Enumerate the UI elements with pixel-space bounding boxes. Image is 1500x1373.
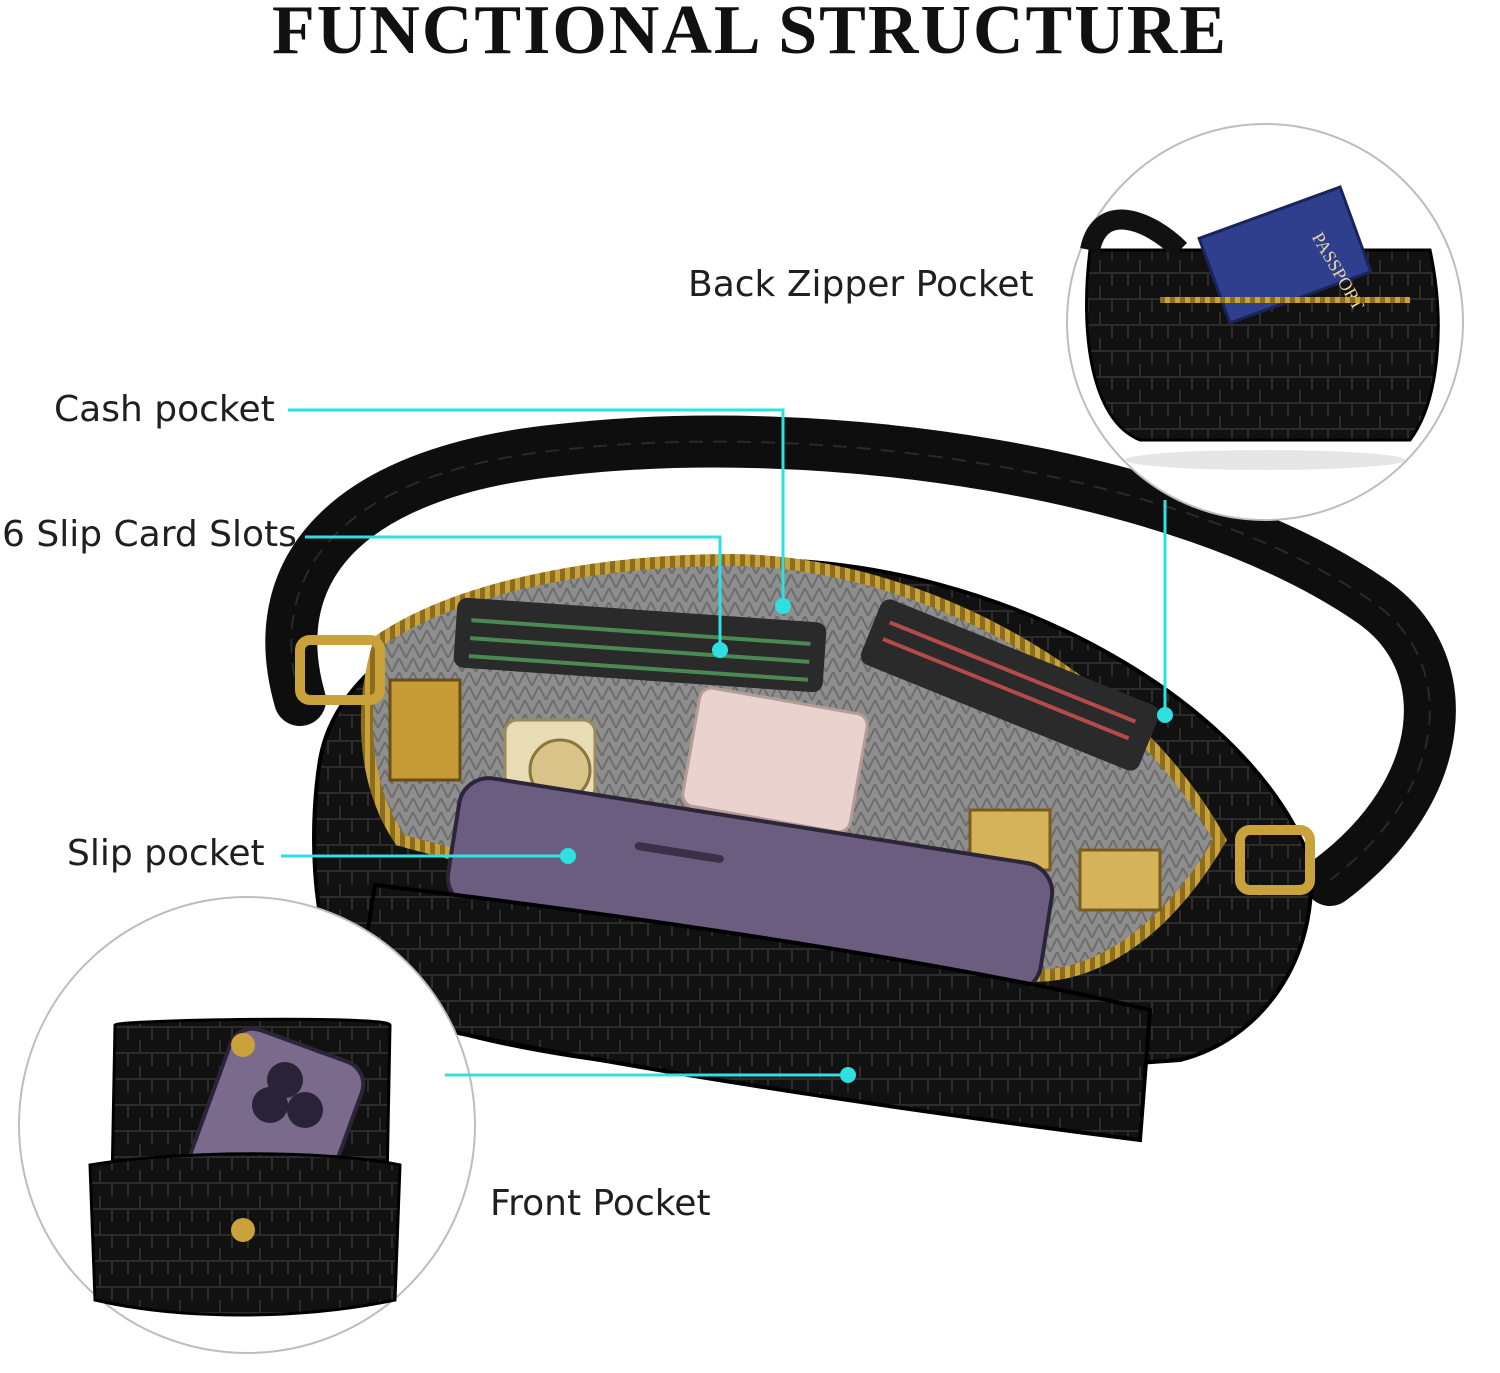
main-bag [295, 553, 1315, 1143]
back-pocket-inset: PASSPORT [1066, 123, 1464, 521]
label-back-zipper-pocket: Back Zipper Pocket [688, 264, 1034, 305]
callout-line-cards [305, 535, 722, 650]
label-cash-pocket: Cash pocket [54, 389, 275, 430]
label-slip-pocket: Slip pocket [67, 833, 265, 874]
callout-line-cash [288, 408, 785, 606]
label-front-pocket: Front Pocket [490, 1183, 711, 1224]
label-card-slots: 6 Slip Card Slots [2, 514, 297, 555]
callout-lines [281, 408, 1167, 1077]
page-title: FUNCTIONAL STRUCTURE [272, 0, 1228, 69]
callout-dots [560, 598, 1173, 1083]
front-pocket-inset [18, 896, 476, 1354]
